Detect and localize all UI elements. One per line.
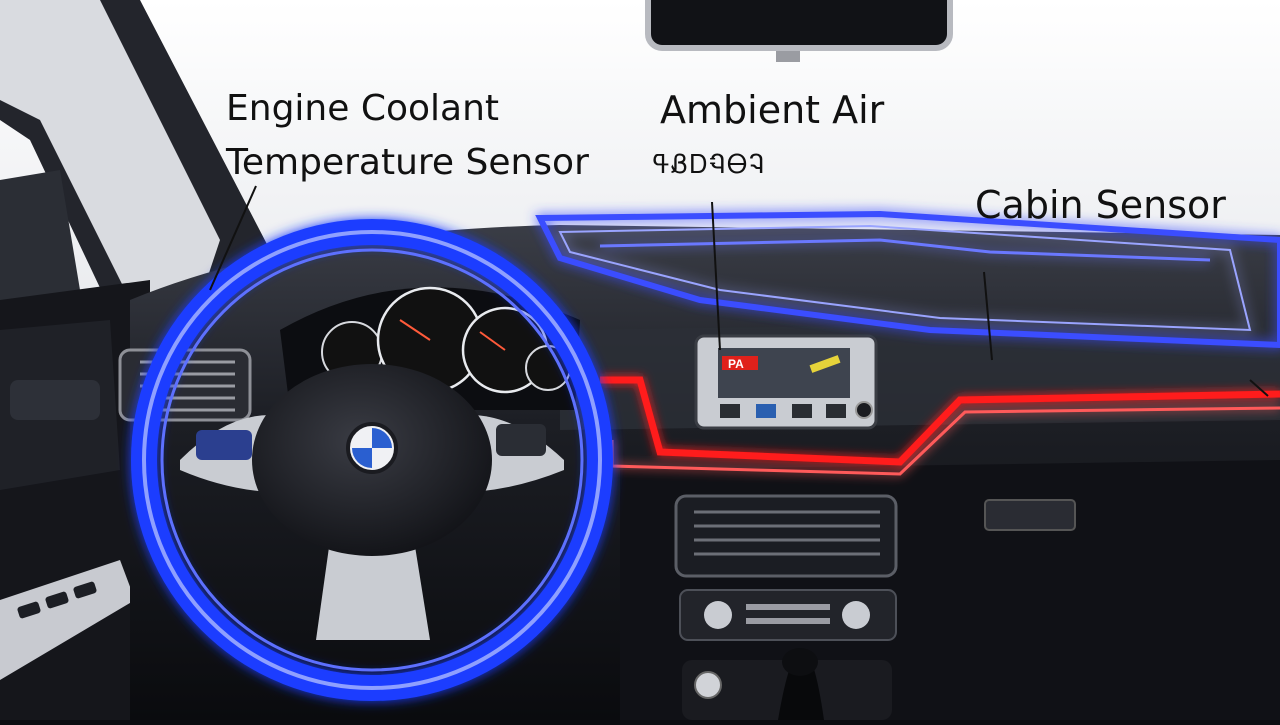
- glovebox-handle: [984, 499, 1076, 531]
- engine-coolant-line2: Temperature Sensor: [226, 142, 589, 183]
- ambient-air-sublabel: ߟᏰᎠᏄᎾᎸ: [652, 150, 766, 180]
- pointer-engine: [209, 185, 257, 291]
- pointer-right: [1249, 379, 1269, 397]
- engine-coolant-line1: Engine Coolant: [226, 88, 500, 129]
- gear-shifter-icon: [682, 648, 892, 720]
- dash-top-glow: [535, 210, 1280, 349]
- climate-knob-icon: [679, 589, 897, 641]
- ambient-air-label: Ambient Air: [660, 88, 885, 132]
- steering-wheel-icon: [131, 219, 613, 701]
- pointer-ambient: [711, 201, 721, 351]
- engine-coolant-label: Engine Coolant Temperature Sensor: [226, 82, 589, 190]
- display-readout: PA: [728, 357, 744, 371]
- window-switch-icon: [0, 560, 135, 680]
- infotainment-display-icon: PA: [694, 334, 878, 430]
- rearview-mirror-icon: [645, 0, 953, 62]
- cabin-sensor-label: Cabin Sensor: [975, 183, 1226, 227]
- pointer-cabin: [983, 271, 993, 361]
- center-vent: [674, 494, 898, 578]
